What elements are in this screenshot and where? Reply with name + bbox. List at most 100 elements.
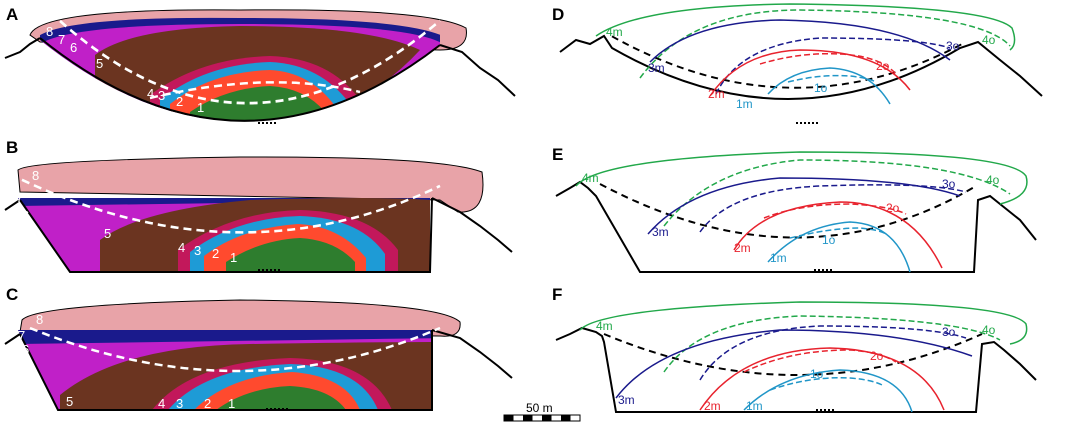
label-1o-e: 1o xyxy=(822,233,836,247)
ground-profile-e xyxy=(555,180,1037,273)
line-4m-e xyxy=(575,151,1028,205)
label-2m-f: 2m xyxy=(704,399,721,413)
label-2o-e: 2o xyxy=(886,201,900,215)
label-2-a: 2 xyxy=(176,94,183,109)
label-1m-e: 1m xyxy=(770,251,787,265)
line-2o-e xyxy=(763,203,907,219)
label-4-a: 4 xyxy=(147,86,154,101)
line-1m-f xyxy=(743,369,913,413)
label-3m-e: 3m xyxy=(652,225,669,239)
label-5-b: 5 xyxy=(104,226,111,241)
panel-d: D 4m 4o 3m 3o 2m 2o 1m 1o xyxy=(552,3,1043,124)
label-3-c: 3 xyxy=(176,396,183,411)
dashed-boundary-f xyxy=(603,333,983,376)
label-7-c: 7 xyxy=(18,328,25,343)
label-2m-e: 2m xyxy=(734,241,751,255)
layer-1-c xyxy=(216,386,346,410)
panel-e: E 4m 4o 3m 3o 2m 2o 1m 1o xyxy=(552,145,1037,273)
label-6-c: 6 xyxy=(22,342,29,357)
line-3m-f xyxy=(615,329,973,399)
label-2-b: 2 xyxy=(212,246,219,261)
line-3m-e xyxy=(647,177,961,235)
ground-profile-d xyxy=(559,34,1043,100)
line-4m-f xyxy=(579,301,1028,345)
line-3o-d xyxy=(715,37,951,95)
line-2o-d xyxy=(759,52,897,75)
layer-7-c xyxy=(18,330,432,344)
panel-letter-f: F xyxy=(552,285,562,304)
label-1-c: 1 xyxy=(228,396,235,411)
label-4m-e: 4m xyxy=(582,171,599,185)
label-4m-d: 4m xyxy=(606,25,623,39)
dashed-boundary-d xyxy=(611,35,963,89)
line-1o-f xyxy=(769,377,885,391)
label-1-b: 1 xyxy=(230,250,237,265)
dashed-boundary-c xyxy=(29,326,441,373)
line-4o-f xyxy=(663,315,1001,373)
label-4m-f: 4m xyxy=(596,319,613,333)
panel-c: C 1 2 3 4 5 6 7 8 xyxy=(4,285,513,411)
panel-b: B 1 2 3 4 5 6 7 8 xyxy=(4,138,513,273)
panel-letter-c: C xyxy=(6,285,18,304)
label-1m-f: 1m xyxy=(746,399,763,413)
line-4o-e xyxy=(663,159,1011,227)
line-4o-d xyxy=(639,9,1011,79)
line-2m-e xyxy=(733,201,943,269)
label-3o-f: 3o xyxy=(942,325,956,339)
label-2-c: 2 xyxy=(204,396,211,411)
dashed-boundary-e xyxy=(599,183,977,239)
label-2o-f: 2o xyxy=(870,349,884,363)
label-4-c: 4 xyxy=(158,396,165,411)
label-6-b: 6 xyxy=(22,208,29,223)
label-1m-d: 1m xyxy=(736,97,753,111)
panel-f: F 4m 4o 3m 3o 2m 2o 1m 1o xyxy=(552,285,1037,413)
label-5-c: 5 xyxy=(66,394,73,409)
scale-bar-seg-3 xyxy=(542,415,552,421)
scale-bar-label: 50 m xyxy=(526,401,553,415)
label-8-a: 8 xyxy=(46,24,53,39)
ground-profile-b xyxy=(4,197,513,273)
layer-1-b xyxy=(226,238,355,272)
label-4o-d: 4o xyxy=(982,33,996,47)
scale-bar-seg-2 xyxy=(523,415,533,421)
label-3o-d: 3o xyxy=(946,39,960,53)
line-2m-f xyxy=(699,347,945,411)
ground-profile-c xyxy=(4,329,513,411)
panel-letter-b: B xyxy=(6,138,18,157)
line-3o-f xyxy=(699,325,967,381)
label-2m-d: 2m xyxy=(708,87,725,101)
label-1o-f: 1o xyxy=(810,367,824,381)
label-1o-d: 1o xyxy=(814,81,828,95)
label-7-a: 7 xyxy=(58,32,65,47)
label-3o-e: 3o xyxy=(942,177,956,191)
line-2o-f xyxy=(743,349,897,373)
dashed-boundary-b xyxy=(21,178,441,234)
label-3-b: 3 xyxy=(194,243,201,258)
label-3m-d: 3m xyxy=(648,61,665,75)
dashed-boundary-a xyxy=(49,10,441,105)
layer-8-c xyxy=(19,299,461,337)
label-6-a: 6 xyxy=(70,40,77,55)
label-4-b: 4 xyxy=(178,240,185,255)
panel-letter-e: E xyxy=(552,145,563,164)
panel-letter-a: A xyxy=(6,5,18,24)
line-1o-e xyxy=(789,227,887,239)
label-3-a: 3 xyxy=(158,88,165,103)
scale-bar: 50 m xyxy=(503,401,581,422)
label-1-a: 1 xyxy=(197,100,204,115)
label-2o-d: 2o xyxy=(876,59,890,73)
line-4m-d xyxy=(595,3,1016,51)
label-8-b: 8 xyxy=(32,168,39,183)
label-3m-f: 3m xyxy=(618,393,635,407)
label-8-c: 8 xyxy=(36,312,43,327)
label-7-b: 7 xyxy=(16,190,23,205)
label-5-a: 5 xyxy=(96,56,103,71)
panel-letter-d: D xyxy=(552,5,564,24)
scale-bar-seg-4 xyxy=(561,415,571,421)
scale-bar-seg-1 xyxy=(504,415,514,421)
dashed-boundary-inner-a xyxy=(149,81,361,100)
line-1m-e xyxy=(767,221,911,273)
ground-profile-a xyxy=(4,37,516,122)
line-1o-d xyxy=(787,74,877,83)
